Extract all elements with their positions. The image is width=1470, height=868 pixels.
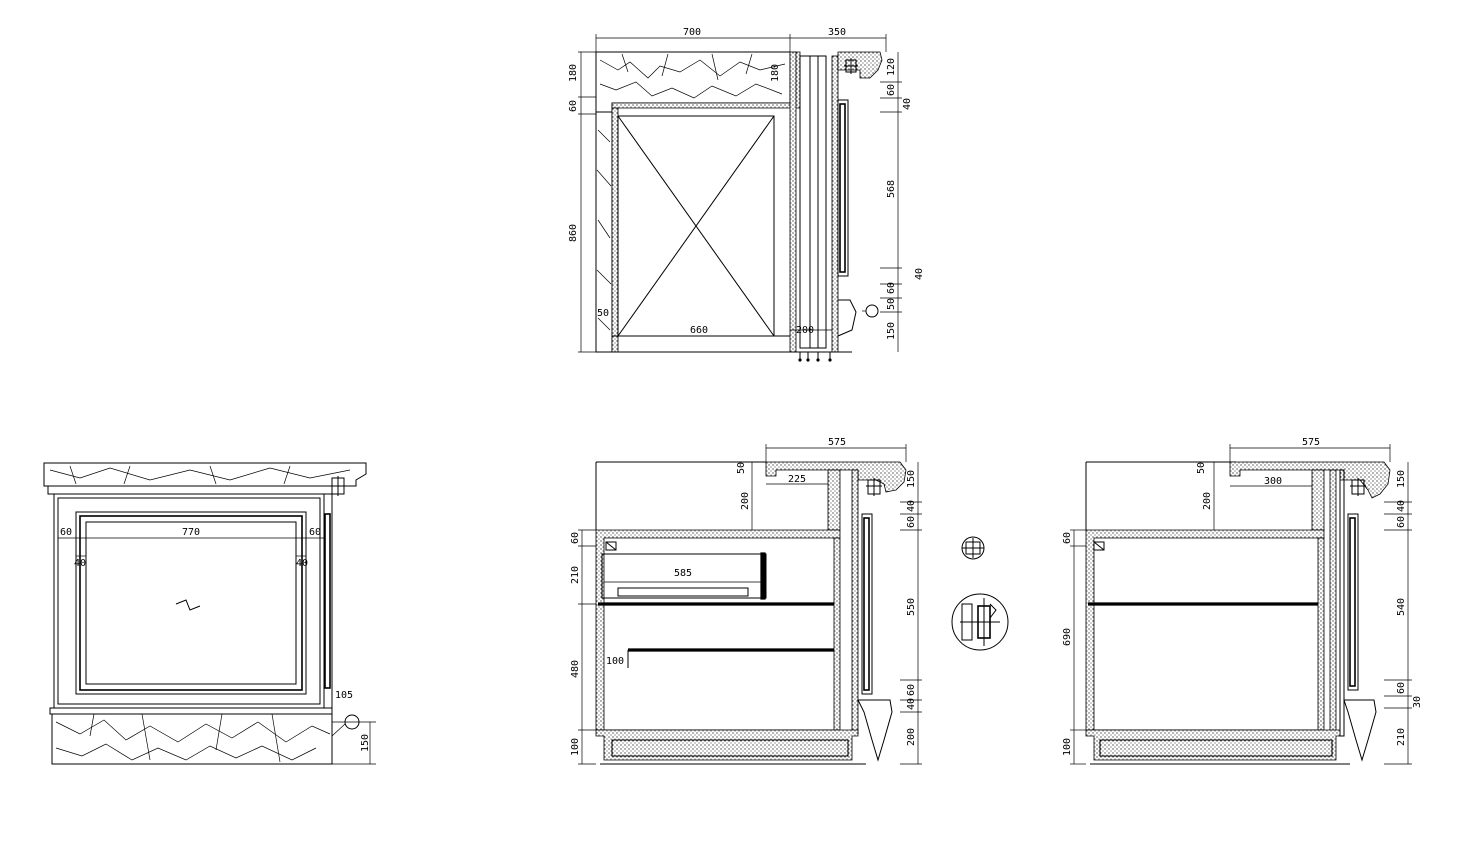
section-b-carcass	[1085, 529, 1325, 731]
plan-dim-right-60: 60	[886, 84, 897, 96]
section-b-dim-150: 150	[1396, 470, 1407, 488]
section-b-dim-60b: 60	[1396, 682, 1407, 694]
plan-dim-top-right: 350	[828, 27, 846, 38]
section-a-dim-225: 225	[788, 474, 806, 485]
plan-dim-left-180: 180	[568, 64, 579, 82]
section-b-dim-50: 50	[1196, 462, 1207, 474]
plan-dim-bottom-660: 660	[690, 325, 708, 336]
front-dim-105: 105	[335, 690, 353, 701]
section-a-dim-50: 50	[736, 462, 747, 474]
section-a-dim-200: 200	[740, 492, 751, 510]
section-a-dim-200b: 200	[906, 728, 917, 746]
section-a-dim-150: 150	[906, 470, 917, 488]
plan-dim-right-40a: 40	[902, 98, 913, 110]
section-b-dim-40: 40	[1396, 500, 1407, 512]
plan-dim-right-60b: 60	[886, 282, 897, 294]
front-dim-left-60: 60	[60, 527, 72, 538]
detail-callouts	[951, 536, 1009, 651]
plan-dim-right-150: 150	[886, 322, 897, 340]
front-stone-top	[43, 462, 367, 487]
plan-dim-right-120: 120	[886, 58, 897, 76]
section-a: 575 50 225 200 150 40 60 60 210 585 480 …	[570, 437, 922, 765]
section-a-dim-210: 210	[570, 566, 581, 584]
section-a-drawer	[601, 553, 767, 599]
plan-dim-left-60: 60	[568, 100, 579, 112]
section-b-dim-575: 575	[1302, 437, 1320, 448]
section-b: 575 50 300 200 150 40 60 60 690 100 540 …	[1062, 437, 1423, 765]
section-a-dim-60a: 60	[906, 516, 917, 528]
section-a-dim-100b: 100	[570, 738, 581, 756]
front-dim-right-60: 60	[309, 527, 321, 538]
section-a-dim-60b: 60	[906, 684, 917, 696]
front-elevation: 770 60 60 40 40 105 150	[43, 462, 376, 765]
section-b-dim-210: 210	[1396, 728, 1407, 746]
section-a-dim-575: 575	[828, 437, 846, 448]
front-dim-770: 770	[182, 527, 200, 538]
section-b-dim-540: 540	[1396, 598, 1407, 616]
section-a-dim-60: 60	[570, 532, 581, 544]
plan-view: 700 350 180 60 860 180 50 660 200 120 60…	[568, 27, 925, 362]
section-b-dim-200: 200	[1202, 492, 1213, 510]
section-a-dim-585: 585	[674, 568, 692, 579]
front-dim-right-40: 40	[296, 558, 308, 569]
section-a-dim-40b: 40	[906, 698, 917, 710]
plan-dim-right-40b: 40	[914, 268, 925, 280]
front-panel-frame	[75, 511, 307, 695]
plan-dim-inner-50: 50	[597, 308, 609, 319]
section-a-dim-40a: 40	[906, 500, 917, 512]
plan-dim-right-50: 50	[886, 298, 897, 310]
plan-dim-inner-180: 180	[770, 64, 781, 82]
front-dim-left-40: 40	[74, 558, 86, 569]
plan-dim-right-568: 568	[886, 180, 897, 198]
front-open-arrow-icon	[175, 599, 201, 611]
plan-dim-top-left: 700	[683, 27, 701, 38]
section-b-dim-60a: 60	[1396, 516, 1407, 528]
plan-dim-bottom-200: 200	[796, 325, 814, 336]
section-a-dim-550: 550	[906, 598, 917, 616]
section-b-dim-100: 100	[1062, 738, 1073, 756]
front-dim-150: 150	[360, 734, 371, 752]
section-b-dim-300: 300	[1264, 476, 1282, 487]
section-a-dim-480: 480	[570, 660, 581, 678]
section-b-dim-60: 60	[1062, 532, 1073, 544]
section-b-dim-690: 690	[1062, 628, 1073, 646]
section-a-dim-100a: 100	[606, 656, 624, 667]
plan-dim-left-860: 860	[568, 224, 579, 242]
section-b-dim-30: 30	[1412, 696, 1423, 708]
detail-circle-large	[951, 593, 1009, 651]
section-a-carcass	[595, 529, 841, 731]
